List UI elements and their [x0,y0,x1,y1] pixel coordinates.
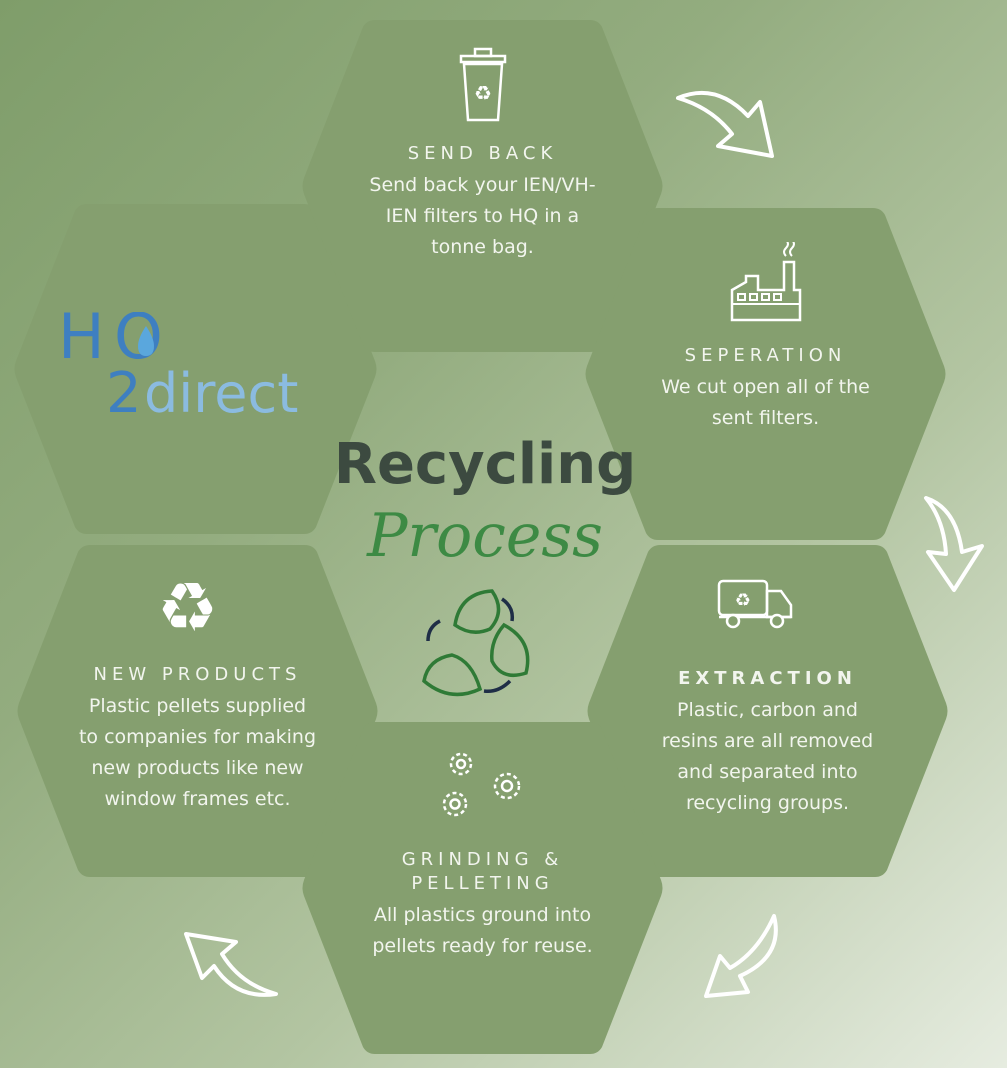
step-description: All plastics ground into pellets ready f… [372,904,593,957]
hex-grinding: GRINDING & PELLETING All plastics ground… [300,722,665,1054]
step-description: Plastic, carbon and resins are all remov… [661,699,874,814]
logo-letter-h: H [58,312,105,373]
hex-logo: H O 2 direct [12,204,379,534]
step-description: Plastic pellets supplied to companies fo… [78,695,317,810]
gears-icon [442,752,520,817]
step-title: SEND BACK [407,143,558,164]
hex-extraction: ♻ EXTRACTION Plastic, carbon and resins … [585,545,950,877]
svg-text:♻: ♻ [474,81,492,105]
recycling-truck-icon: ♻ [717,579,792,629]
recycle-icon: ♻ [157,569,218,648]
trash-bin-icon: ♻ [459,47,506,122]
arrow-seperation-to-extraction [924,496,984,592]
svg-text:♻: ♻ [734,590,750,611]
leaf-recycle-icon [422,589,530,697]
arrow-grinding-to-new-products [184,932,278,997]
hex-new-products: ♻ NEW PRODUCTS Plastic pellets supplied … [15,545,380,877]
step-description: We cut open all of the sent filters. [661,376,870,429]
step-title: EXTRACTION [678,668,857,689]
hex-seperation: SEPERATION We cut open all of the sent f… [583,208,948,540]
step-title: SEPERATION [684,345,847,366]
arrow-extraction-to-grinding [704,914,778,998]
hex-send-back: ♻ SEND BACK Send back your IEN/VH-IEN fi… [300,20,665,352]
step-title: NEW PRODUCTS [93,664,302,685]
step-description: Send back your IEN/VH-IEN filters to HQ … [369,174,596,258]
factory-icon [730,242,801,322]
logo-word-direct: direct [144,362,298,422]
step-title: GRINDING & PELLETING [401,849,564,894]
diagram-title: Recycling [333,432,637,497]
h2o-direct-logo: H O 2 direct [58,312,298,422]
water-drop-icon [138,326,154,356]
arrow-send-back-to-seperation [676,90,774,158]
diagram-subtitle: Process [367,501,603,571]
logo-digit-2: 2 [106,361,142,422]
